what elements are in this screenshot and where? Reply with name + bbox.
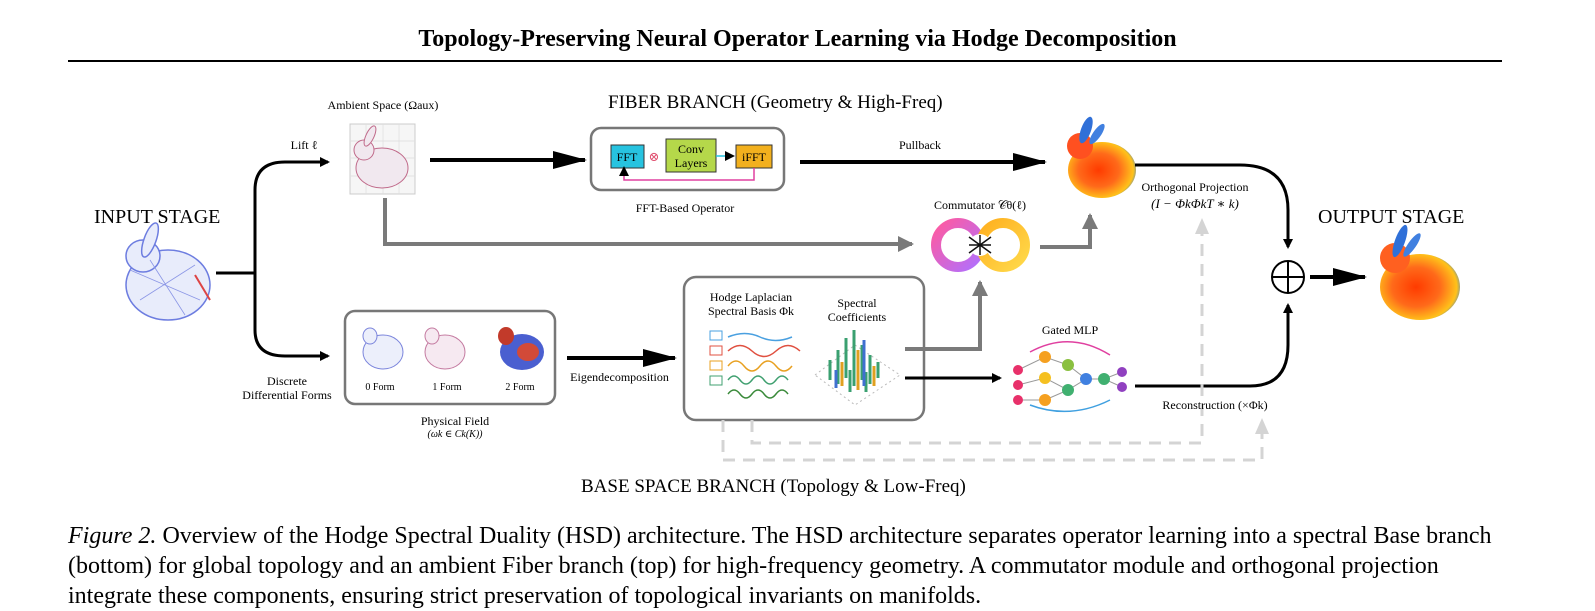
input-bunny-icon (125, 222, 211, 321)
figure-caption: Figure 2. Overview of the Hodge Spectral… (68, 521, 1502, 611)
oplus-icon (1271, 260, 1305, 294)
physical-field-formula: (ωk ∈ Ck(K)) (427, 429, 483, 440)
discrete-forms-line1: Discrete (267, 374, 307, 388)
base-branch-label: BASE SPACE BRANCH (Topology & Low-Freq) (581, 476, 966, 497)
fiber-branch-label: FIBER BRANCH (Geometry & High-Freq) (608, 92, 943, 113)
discrete-forms-line2: Differential Forms (242, 388, 332, 402)
spectral-line2: Coefficients (827, 310, 887, 324)
conv-label-line2: Layers (675, 156, 708, 170)
page-header-title: Topology-Preserving Neural Operator Lear… (418, 26, 1177, 52)
physical-field-title: Physical Field (420, 414, 490, 428)
conv-label-line1: Conv (678, 142, 704, 156)
ambient-space-icon (349, 123, 416, 195)
output-bunny-icon (1380, 224, 1460, 320)
pullback-label: Pullback (899, 138, 941, 152)
orthogonal-title: Orthogonal Projection (1141, 180, 1249, 194)
output-stage-label: OUTPUT STAGE (1318, 206, 1465, 228)
input-stage-label: INPUT STAGE (94, 206, 221, 228)
commutator-icon (931, 218, 1030, 272)
architecture-diagram: FFT ⊗ Conv Layers iFFT (125, 116, 1460, 462)
hodge-line2: Spectral Basis Φk (707, 304, 795, 318)
fft-based-operator-block: FFT ⊗ Conv Layers iFFT (589, 126, 786, 192)
caption-label: Figure 2. (68, 523, 157, 549)
ambient-space-label: Ambient Space (Ωaux) (327, 98, 439, 112)
gated-mlp-label: Gated MLP (1041, 323, 1099, 337)
spectral-line1: Spectral (837, 296, 877, 310)
physical-field-label: Physical Field (ωk ∈ Ck(K)) (395, 414, 515, 442)
gated-mlp-icon (1013, 341, 1127, 413)
lift-arrow (253, 157, 330, 273)
commutator-label: Commutator 𝒞θ(ℓ) (934, 198, 1026, 212)
ifft-label: iFFT (742, 150, 767, 164)
physical-field-block (343, 309, 557, 406)
one-form-label: 1 Form (432, 382, 462, 393)
hodge-spectral-block (682, 275, 926, 422)
tensor-product-icon: ⊗ (649, 149, 660, 164)
lift-label: Lift ℓ (290, 138, 318, 152)
orthogonal-formula: (I − ΦkΦkT ∗ k) (1151, 196, 1239, 211)
reconstruction-label: Reconstruction (×Φk) (1162, 398, 1268, 412)
orthogonal-projection-label: Orthogonal Projection (I − ΦkΦkT ∗ k) (1130, 180, 1260, 211)
caption-text: Overview of the Hodge Spectral Duality (… (68, 523, 1492, 609)
hodge-laplacian-label: Hodge Laplacian Spectral Basis Φk (696, 290, 806, 318)
eigendecomposition-label: Eigendecomposition (570, 370, 669, 384)
hodge-line1: Hodge Laplacian (709, 290, 793, 304)
fft-operator-caption: FFT-Based Operator (635, 201, 735, 215)
discrete-forms-label: Discrete Differential Forms (232, 374, 342, 402)
fiber-bunny-icon (1067, 116, 1136, 198)
fft-label: FFT (617, 150, 638, 164)
spectral-coefficients-label: Spectral Coefficients (822, 296, 892, 324)
forms-arrow (253, 273, 330, 361)
zero-form-label: 0 Form (365, 382, 395, 393)
header-rule (68, 60, 1502, 62)
two-form-label: 2 Form (505, 382, 535, 393)
